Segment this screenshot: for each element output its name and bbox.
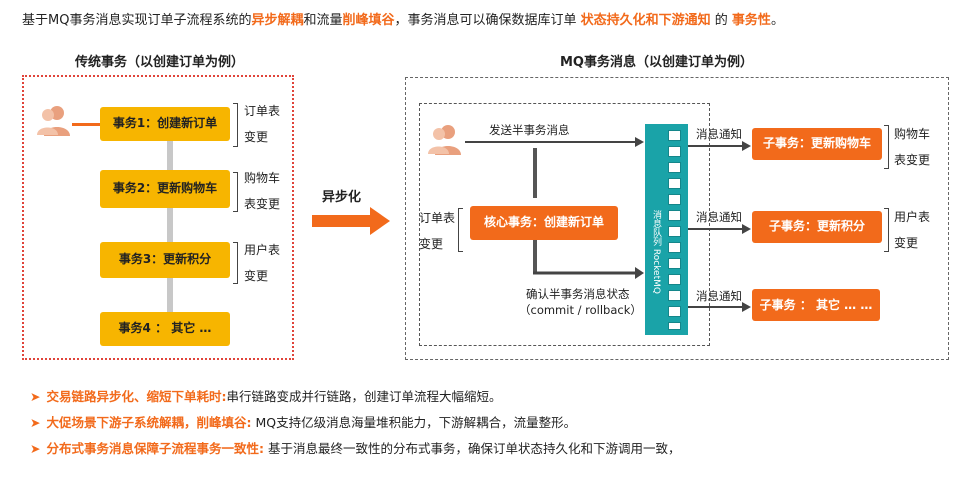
user-avatar-icon: [428, 125, 461, 155]
left-panel-title: 传统事务（以创建订单为例）: [75, 55, 245, 70]
traditional-transaction-panel: [22, 75, 294, 360]
bullet-body: 串行链路变成并行链路，创建订单流程大幅缩短。: [226, 389, 502, 404]
bullet-head: 交易链路异步化、缩短下单耗时:: [46, 389, 227, 404]
producer-region: [419, 103, 710, 346]
intro-text: 基于MQ事务消息实现订单子流程系统的异步解耦和流量削峰填谷，事务消息可以确保数据…: [22, 9, 784, 28]
async-arrow-label: 异步化: [322, 190, 362, 205]
sub-transaction-box: 子事务：更新购物车: [752, 128, 882, 160]
queue-cell: [668, 242, 681, 253]
bullet-arrow-icon: ➤: [30, 415, 41, 430]
step-1-box: 事务1：创建新订单: [100, 107, 230, 141]
queue-cell: [668, 178, 681, 189]
step-connector: [167, 140, 173, 170]
intro-part: 基于MQ事务消息实现订单子流程系统的: [22, 13, 252, 28]
async-arrow-icon: [312, 207, 390, 235]
step-1-note: 订单表变更: [244, 104, 281, 144]
bullet-arrow-icon: ➤: [30, 441, 41, 456]
bullet-body: MQ支持亿级消息海量堆积能力，下游解耦合，流量整形。: [251, 415, 577, 430]
right-panel-title: MQ事务消息（以创建订单为例）: [560, 55, 753, 70]
queue-cell: [668, 194, 681, 205]
queue-cell: [668, 210, 681, 221]
intro-part: 。: [770, 13, 784, 28]
queue-cell: [668, 258, 681, 269]
sub-transaction-box: 子事务：更新积分: [752, 211, 882, 243]
avatar-connector: [72, 123, 100, 126]
intro-highlight: 削峰填谷: [342, 13, 395, 28]
confirm-arrow: [533, 267, 644, 279]
bullet-item: ➤ 分布式事务消息保障子流程事务一致性: 基于消息最终一致性的分布式事务，确保订单…: [30, 438, 680, 457]
user-avatar-icon: [37, 106, 70, 136]
queue-label: 消息队列 RocketMQ: [651, 210, 661, 294]
brace: [233, 242, 238, 284]
bullet-arrow-icon: ➤: [30, 389, 41, 404]
notify-arrow: [688, 224, 751, 234]
queue-cell: [668, 290, 681, 301]
intro-highlight: 状态持久化和下游通知: [580, 13, 711, 28]
intro-part: 的: [710, 13, 732, 28]
notify-arrow: [688, 302, 751, 312]
queue-cell: [668, 226, 681, 237]
intro-highlight: 异步解耦: [251, 13, 304, 28]
brace: [233, 103, 238, 147]
step-4-box: 事务4 ： 其它 …: [100, 312, 230, 346]
brace: [458, 208, 463, 252]
sub-transaction-box: 子事务 ： 其它 … …: [752, 289, 880, 321]
bullet-item: ➤ 大促场景下游子系统解耦，削峰填谷: MQ支持亿级消息海量堆积能力，下游解耦合，…: [30, 412, 576, 431]
queue-cell: [668, 274, 681, 285]
confirm-label: 确认半事务消息状态: [526, 287, 630, 301]
message-queue-rocketmq: 消息队列 RocketMQ: [645, 124, 688, 335]
queue-cell: [668, 130, 681, 141]
sub-note: 用户表变更: [894, 210, 931, 250]
step-connector: [167, 208, 173, 242]
brace: [884, 125, 889, 169]
bullet-head: 大促场景下游子系统解耦，削峰填谷:: [46, 415, 252, 430]
confirm-sub-label: （commit / rollback）: [519, 303, 642, 317]
notify-label: 消息通知: [696, 127, 742, 141]
flow-line: [533, 240, 537, 274]
core-note: 订单表变更: [419, 211, 456, 251]
sub-note: 购物车表变更: [894, 127, 931, 167]
bullet-body: 基于消息最终一致性的分布式事务，确保订单状态持久化和下游调用一致，: [263, 441, 681, 456]
queue-cell: [668, 146, 681, 157]
mq-transaction-panel: [405, 77, 949, 360]
intro-part: 和流量: [303, 13, 343, 28]
brace: [233, 172, 238, 212]
queue-cell: [668, 162, 681, 173]
step-2-note: 购物车表变更: [244, 171, 281, 211]
notify-label: 消息通知: [696, 210, 742, 224]
step-2-box: 事务2：更新购物车: [100, 170, 230, 208]
intro-part: ，事务消息可以确保数据库订单: [394, 13, 581, 28]
notify-label: 消息通知: [696, 289, 742, 303]
send-half-message-label: 发送半事务消息: [489, 123, 570, 137]
step-3-note: 用户表变更: [244, 243, 281, 283]
flow-line: [533, 148, 537, 198]
step-3-box: 事务3：更新积分: [100, 242, 230, 278]
send-arrow: [465, 137, 644, 147]
intro-highlight: 事务性: [731, 13, 771, 28]
brace: [884, 208, 889, 252]
queue-cell: [668, 306, 681, 317]
core-transaction-box: 核心事务：创建新订单: [470, 206, 618, 240]
queue-cell: [668, 322, 681, 330]
notify-arrow: [688, 141, 751, 151]
bullet-item: ➤ 交易链路异步化、缩短下单耗时:串行链路变成并行链路，创建订单流程大幅缩短。: [30, 386, 502, 405]
bullet-head: 分布式事务消息保障子流程事务一致性:: [46, 441, 264, 456]
step-connector: [167, 278, 173, 312]
